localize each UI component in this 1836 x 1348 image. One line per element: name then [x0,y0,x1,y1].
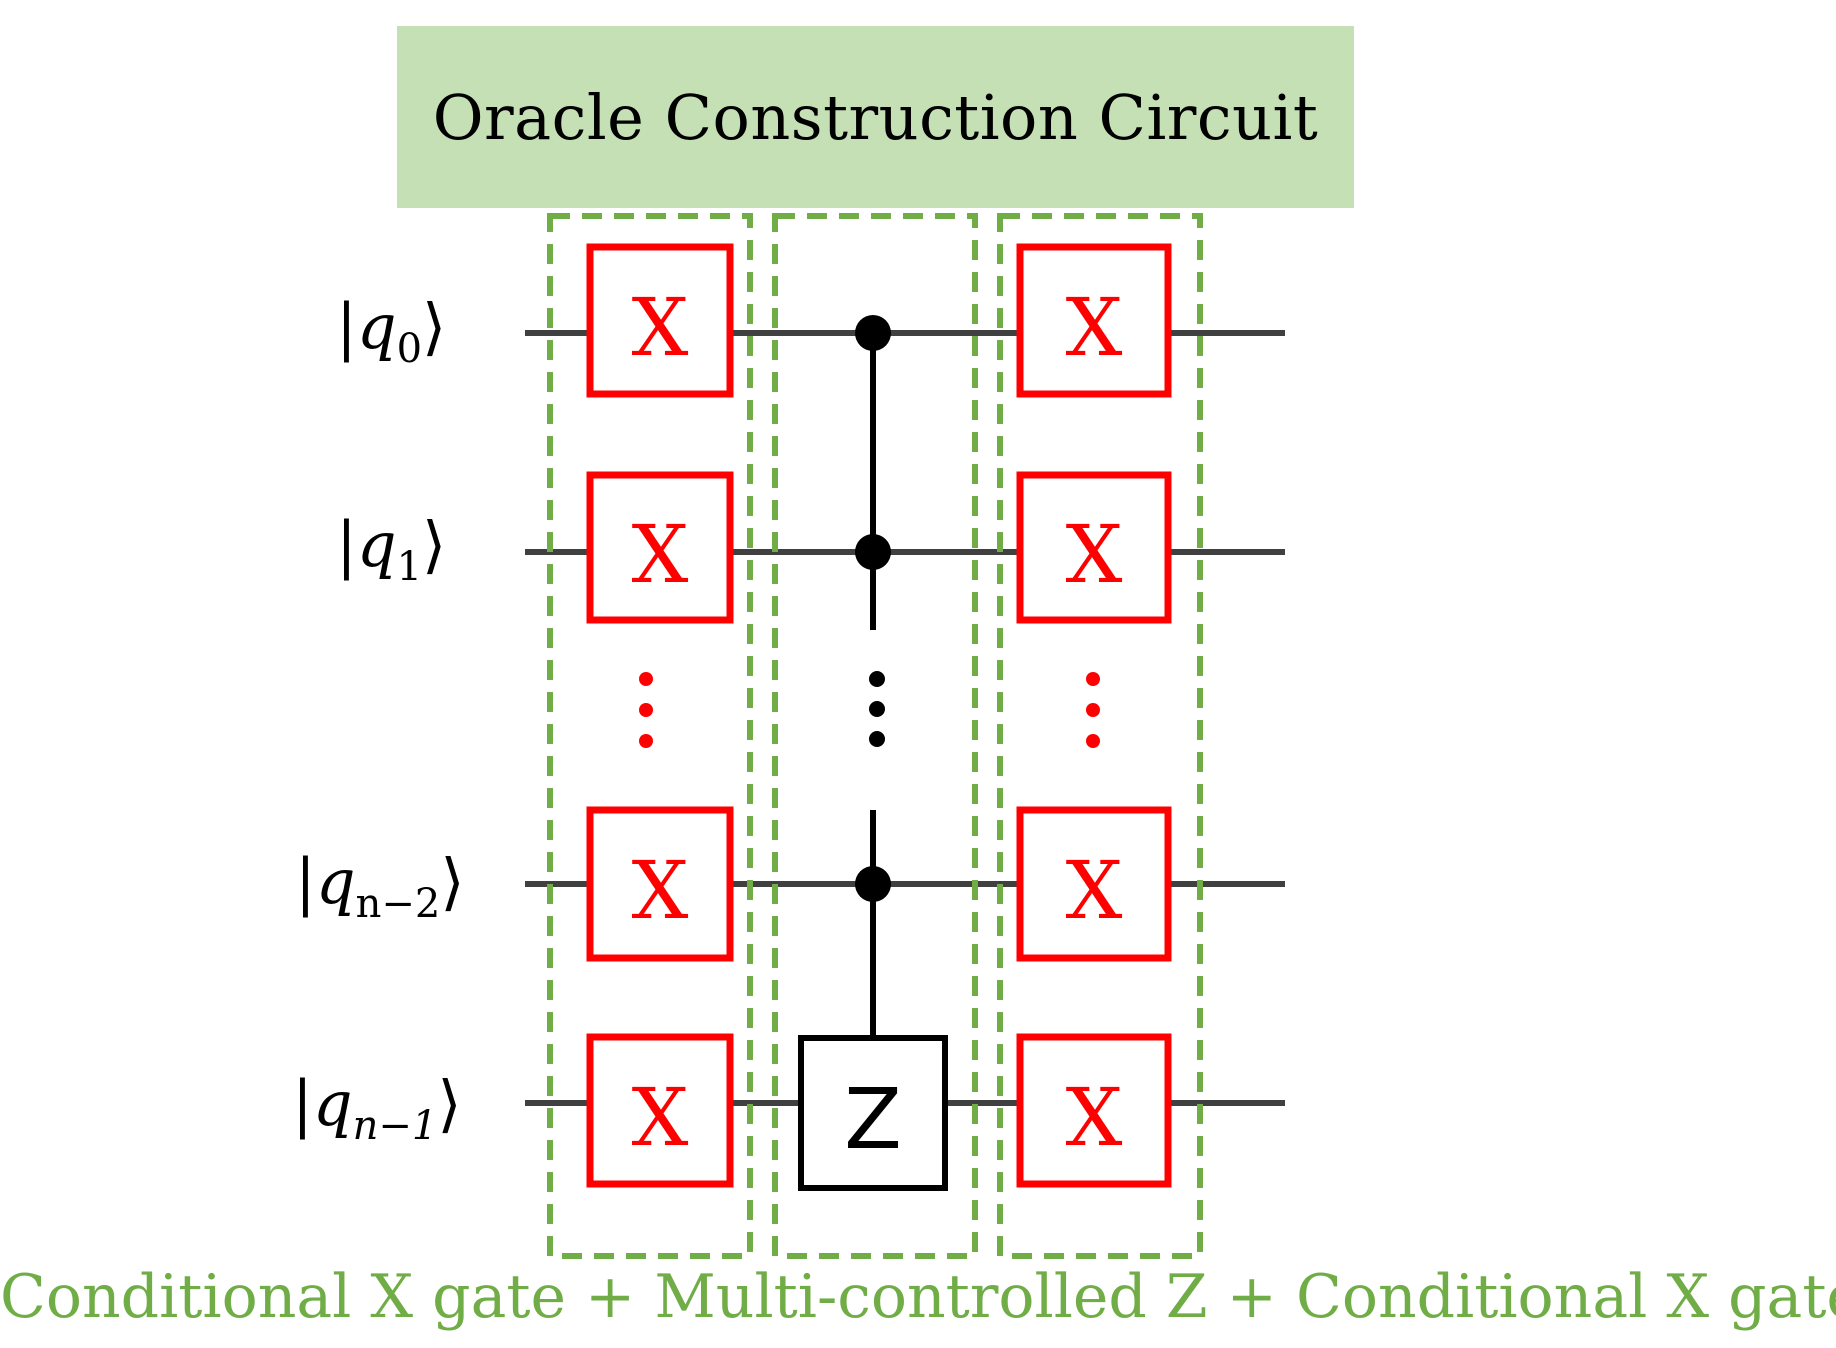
qubit-label-q0: |q0⟩ [336,290,447,372]
z-gate: Z [798,1035,948,1191]
title-banner: Oracle Construction Circuit [397,26,1354,208]
x-gates-right: X X X X [1016,243,1172,1188]
x-gate: X [1016,1033,1172,1188]
x-gates-left: X X X X [586,243,734,1188]
x-gate: X [586,1033,734,1188]
x-gate-label: X [632,508,689,601]
multi-controlled-z: Z [798,315,948,1191]
control-dot [855,534,891,570]
qubit-label-q1: |q1⟩ [336,508,447,590]
x-gate: X [586,806,734,962]
x-gate-label: X [632,844,689,937]
control-dot [855,315,891,351]
x-gate: X [586,471,734,624]
ellipsis-black [869,671,885,747]
group-conditional-x-left [547,213,753,1259]
group-multi-controlled-z [772,213,978,1259]
qubit-label-qn-1: |qn−1⟩ [292,1067,462,1149]
x-gate-label: X [1066,1071,1123,1164]
x-gate: X [1016,806,1172,962]
qubit-label-qn-2: |qn−2⟩ [295,845,465,927]
ellipsis-red-right [1086,672,1100,748]
x-gate-label: X [1066,281,1123,374]
diagram-caption: Conditional X gate + Multi-controlled Z … [0,1262,1836,1332]
control-dot [855,866,891,902]
ellipsis-red-left [639,672,653,748]
x-gate: X [1016,471,1172,624]
x-gate: X [1016,243,1172,398]
x-gate-label: X [1066,508,1123,601]
qubit-wires [525,330,1285,1106]
x-gate-label: X [1066,844,1123,937]
x-gate-label: X [632,281,689,374]
dashed-groups [547,213,1203,1259]
group-conditional-x-right [997,213,1203,1259]
diagram-title: Oracle Construction Circuit [432,80,1319,154]
x-gate: X [586,243,734,398]
x-gate-label: X [632,1071,689,1164]
z-gate-label: Z [844,1070,902,1168]
